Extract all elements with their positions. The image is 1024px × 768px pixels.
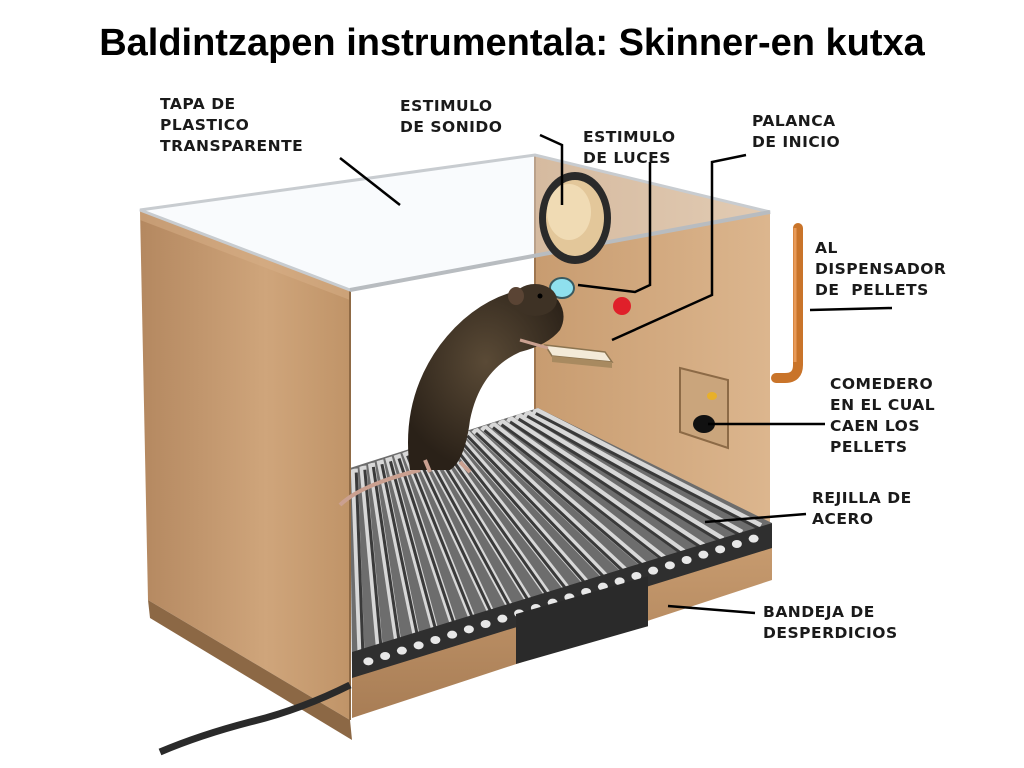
tray-dot xyxy=(614,577,625,586)
grid-bar-shadow xyxy=(363,469,384,665)
label-steel-grid: REJILLA DE ACERO xyxy=(812,489,912,528)
grid-bar-shadow xyxy=(535,412,764,532)
grid-bar xyxy=(359,465,384,661)
grid-bar-shadow xyxy=(371,466,403,658)
rat-figure xyxy=(338,284,564,507)
cable-icon xyxy=(158,681,352,756)
feeder-icon xyxy=(679,366,729,450)
tray-dot xyxy=(363,657,374,666)
label-plastic-lid: TAPA DE PLASTICO TRANSPARENTE xyxy=(160,95,304,155)
grid-bar-shadow xyxy=(406,455,479,632)
tray-dot xyxy=(731,540,742,548)
tray-dot xyxy=(413,641,424,650)
label-feeder: COMEDERO EN EL CUAL CAEN LOS PELLETS xyxy=(830,375,936,456)
tray-dot xyxy=(715,545,726,554)
grid-bar-shadow xyxy=(457,437,593,592)
tray-dot xyxy=(748,534,759,543)
grid-bar-shadow xyxy=(414,452,498,625)
tray-dot xyxy=(497,614,508,623)
speaker-icon xyxy=(539,172,611,264)
grid-bar-shadow xyxy=(474,432,631,579)
grid-bar-shadow xyxy=(389,460,441,645)
grid-bar-shadow xyxy=(492,426,669,565)
grid-bar-shadow xyxy=(423,449,517,618)
grid-bar xyxy=(532,408,763,530)
label-light-stimulus: ESTIMULO DE LUCES xyxy=(583,128,676,167)
grid-bar xyxy=(506,414,706,550)
tray-dot xyxy=(447,630,458,639)
grid-bar-shadow xyxy=(440,443,555,605)
tray-dot xyxy=(648,566,659,575)
left-wall xyxy=(140,210,350,720)
tray-dot xyxy=(396,646,407,655)
tray-dot xyxy=(380,652,391,660)
tray-dot xyxy=(698,550,709,559)
grid-bar xyxy=(497,417,687,556)
grid-bar-shadow xyxy=(500,423,688,559)
tray-dot xyxy=(631,572,642,580)
grid-bar-shadow xyxy=(354,472,365,671)
label-pellet-dispenser: AL DISPENSADOR DE PELLETS xyxy=(815,239,947,299)
grid-bar-shadow xyxy=(483,429,650,572)
leader-lines xyxy=(339,133,893,615)
light-icon xyxy=(549,277,631,315)
grid-bar-shadow xyxy=(397,458,460,638)
grid-bar-shadow xyxy=(526,414,745,539)
grid-bar-shadow xyxy=(431,446,536,612)
grid-bar xyxy=(514,412,725,543)
tray-dot xyxy=(430,636,441,644)
grid-bar xyxy=(350,468,365,667)
grid-bar xyxy=(480,423,649,570)
grid-bar-shadow xyxy=(466,434,612,585)
grid-bar-shadow xyxy=(517,417,726,545)
grid-bar xyxy=(523,409,744,537)
tray-dot xyxy=(480,620,491,628)
steel-grid-bars xyxy=(350,408,764,671)
tray-dot xyxy=(681,556,692,564)
label-waste-tray: BANDEJA DE DESPERDICIOS xyxy=(763,603,898,642)
tray-dot xyxy=(664,561,675,570)
tray-handle xyxy=(516,576,648,665)
tray-dot xyxy=(463,625,474,634)
tube-icon xyxy=(771,223,803,383)
slide-title: Baldintzapen instrumentala: Skinner-en k… xyxy=(99,22,925,64)
grid-bar xyxy=(488,420,668,563)
grid-bar xyxy=(471,426,630,576)
grid-bar-shadow xyxy=(509,420,707,552)
label-sound-stimulus: ESTIMULO DE SONIDO xyxy=(400,97,503,136)
grid-bar-shadow xyxy=(380,463,422,651)
label-start-lever: PALANCA DE INICIO xyxy=(752,112,841,151)
lever-icon xyxy=(543,344,614,368)
grid-bar-shadow xyxy=(449,440,574,599)
